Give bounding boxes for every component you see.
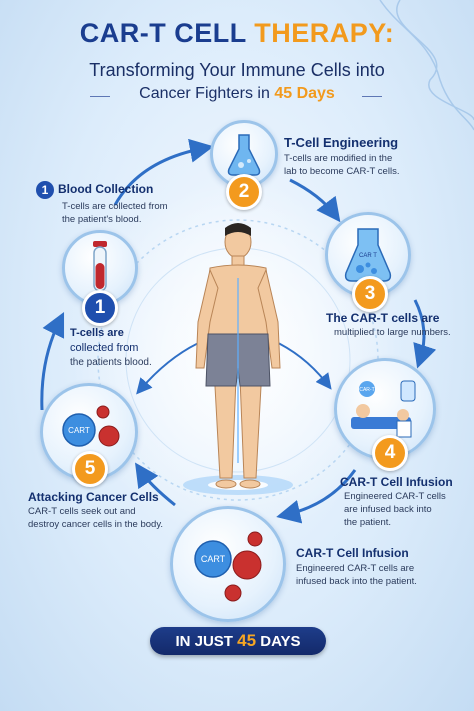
step1-title: Blood Collection: [58, 182, 154, 197]
step4-title: CAR-T Cell Infusion: [340, 475, 453, 489]
step3-title: The CAR-T cells are: [326, 311, 440, 325]
arrow-2-3: [289, 178, 341, 223]
title-part2: THERAPY:: [254, 18, 395, 48]
flask-icon: [227, 134, 261, 176]
step4-desc1: Engineered CAR-T cells: [344, 491, 446, 502]
subtitle-line1: Transforming Your Immune Cells into: [89, 60, 385, 80]
step4-desc3: the patient.: [344, 516, 392, 528]
blood-tube-icon: [93, 241, 107, 292]
step5-badge: 5: [72, 451, 108, 487]
step2-desc1: T-cells are modified in the: [284, 153, 393, 164]
step5-desc1: CAR-T cells seek out and: [28, 506, 136, 517]
subtitle-rule-left: [90, 96, 110, 97]
step1-desc1: T-cells are collected from: [62, 201, 168, 212]
step5-attack-circle: CART: [40, 383, 138, 481]
step5-desc: CAR-T cells seek out and destroy cancer …: [28, 506, 163, 532]
cart-label-step5: CART: [68, 426, 90, 435]
step1-descb1: T-cells are: [70, 327, 124, 339]
human-figure: [195, 223, 281, 489]
step2-title: T-Cell Engineering: [284, 135, 399, 150]
step1-chip: 1: [36, 181, 54, 199]
bottom-infusion-circle: CART: [170, 506, 286, 622]
step1-title-row: 1 Blood Collection: [36, 181, 153, 199]
bottom-desc1: Engineered CAR-T cells are: [296, 563, 415, 574]
patient-bed-icon: CAR-T: [351, 380, 416, 438]
step2-desc2: lab to become CAR-T cells.: [284, 165, 400, 177]
bottom-title: CAR-T Cell Infusion: [296, 546, 409, 560]
cart-label-bottom: CART: [201, 554, 226, 564]
arrow-3-4: [413, 299, 437, 369]
step1-badge: 1: [82, 290, 118, 326]
step3-badge: 3: [352, 276, 388, 312]
flask-label: CAR T: [359, 253, 377, 259]
cart-label-small: CAR-T: [359, 387, 374, 393]
attacking-cells-icon: CART: [62, 405, 120, 447]
page-title: CAR-T CELL THERAPY:: [0, 18, 474, 49]
banner-days: 45: [237, 631, 257, 650]
step4-desc2: are infused back into: [344, 503, 432, 515]
banner-suffix: DAYS: [260, 633, 301, 650]
arrow-4-bottom: [276, 469, 357, 524]
step1-descb2: collected from: [70, 341, 139, 354]
step1-desc-b: T-cells are collected from the patients …: [70, 326, 152, 369]
step5-title: Attacking Cancer Cells: [28, 490, 159, 504]
step1-desc2: the patient's blood.: [62, 213, 142, 225]
arrow-bottom-5: [135, 462, 176, 507]
step4-desc: Engineered CAR-T cells are infused back …: [344, 491, 446, 529]
cart-vs-cancer-icon: CART: [194, 531, 263, 602]
subtitle-prefix: Cancer Fighters in: [139, 85, 270, 102]
bottom-desc2: infused back into the patient.: [296, 575, 417, 587]
step4-badge: 4: [372, 435, 408, 471]
subtitle-rule-right: [362, 96, 382, 97]
beaker-icon: CAR T: [344, 228, 392, 282]
subtitle-days: 45 Days: [274, 85, 335, 102]
step1-desc: T-cells are collected from the patient's…: [62, 201, 168, 227]
step2-badge: 2: [226, 174, 262, 210]
step1-descb3: the patients blood.: [70, 356, 152, 368]
arrow-5-1: [40, 311, 65, 411]
duration-banner: IN JUST 45 DAYS: [150, 627, 326, 655]
step5-desc2: destroy cancer cells in the body.: [28, 518, 164, 530]
step2-desc: T-cells are modified in the lab to becom…: [284, 153, 399, 179]
title-part1: CAR-T CELL: [79, 18, 247, 48]
banner-prefix: IN JUST: [175, 633, 233, 650]
bottom-desc: Engineered CAR-T cells are infused back …: [296, 563, 417, 589]
step3-desc: multiplied to large numbers.: [334, 327, 451, 338]
subtitle-line2: Cancer Fighters in 45 Days: [0, 85, 474, 103]
arrow-1-2: [113, 138, 214, 206]
